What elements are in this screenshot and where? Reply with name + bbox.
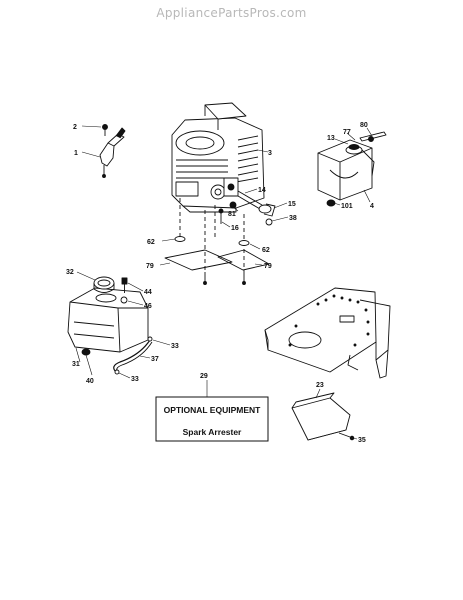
callout-37: 37	[151, 356, 159, 363]
callout-16: 16	[231, 225, 239, 232]
engine-part[interactable]	[171, 102, 265, 213]
callout-labels: 2 1 3 14 15 81 38 16 62 62 79 79 13 77 8…	[66, 122, 374, 444]
optional-equipment-title: OPTIONAL EQUIPMENT	[163, 405, 261, 415]
fuel-line-part[interactable]	[113, 336, 153, 375]
callout-31: 31	[72, 361, 80, 368]
spark-arrester-label: Spark Arrester	[182, 427, 242, 437]
callout-1: 1	[74, 150, 78, 157]
callout-80: 80	[360, 122, 368, 129]
callout-79-left: 79	[146, 263, 154, 270]
callout-32: 32	[66, 269, 74, 276]
callout-38: 38	[289, 215, 297, 222]
reservoir-tank-part[interactable]	[317, 131, 387, 207]
callout-33-upper: 33	[171, 343, 179, 350]
heat-shield-part[interactable]	[291, 392, 355, 441]
callout-77: 77	[343, 129, 351, 136]
throttle-control-part[interactable]	[99, 124, 126, 178]
callout-13: 13	[327, 135, 335, 142]
callout-23: 23	[316, 382, 324, 389]
callout-81: 81	[228, 211, 236, 218]
callout-44: 44	[144, 289, 152, 296]
callout-14: 14	[258, 187, 266, 194]
watermark: AppliancePartsPros.com	[156, 6, 307, 20]
chassis-plate-part[interactable]	[264, 287, 391, 379]
callout-3: 3	[268, 150, 272, 157]
optional-equipment-box	[155, 396, 269, 442]
callout-15: 15	[288, 201, 296, 208]
callout-35: 35	[358, 437, 366, 444]
callout-46: 46	[144, 303, 152, 310]
callout-101: 101	[341, 203, 353, 210]
exhaust-pipe-part[interactable]	[237, 190, 276, 217]
callout-62-left: 62	[147, 239, 155, 246]
callout-62-right: 62	[262, 247, 270, 254]
tank-bolt-parts[interactable]	[120, 277, 128, 304]
leader-lines	[75, 125, 373, 440]
callout-4: 4	[370, 203, 374, 210]
callout-40: 40	[86, 378, 94, 385]
fuel-tank-part[interactable]	[67, 276, 149, 356]
callout-29: 29	[200, 373, 208, 380]
callout-33-lower: 33	[131, 376, 139, 383]
plug-parts[interactable]	[218, 201, 273, 226]
callout-79-right: 79	[264, 263, 272, 270]
callout-2: 2	[73, 124, 77, 131]
mount-bolt-parts[interactable]	[164, 198, 270, 285]
